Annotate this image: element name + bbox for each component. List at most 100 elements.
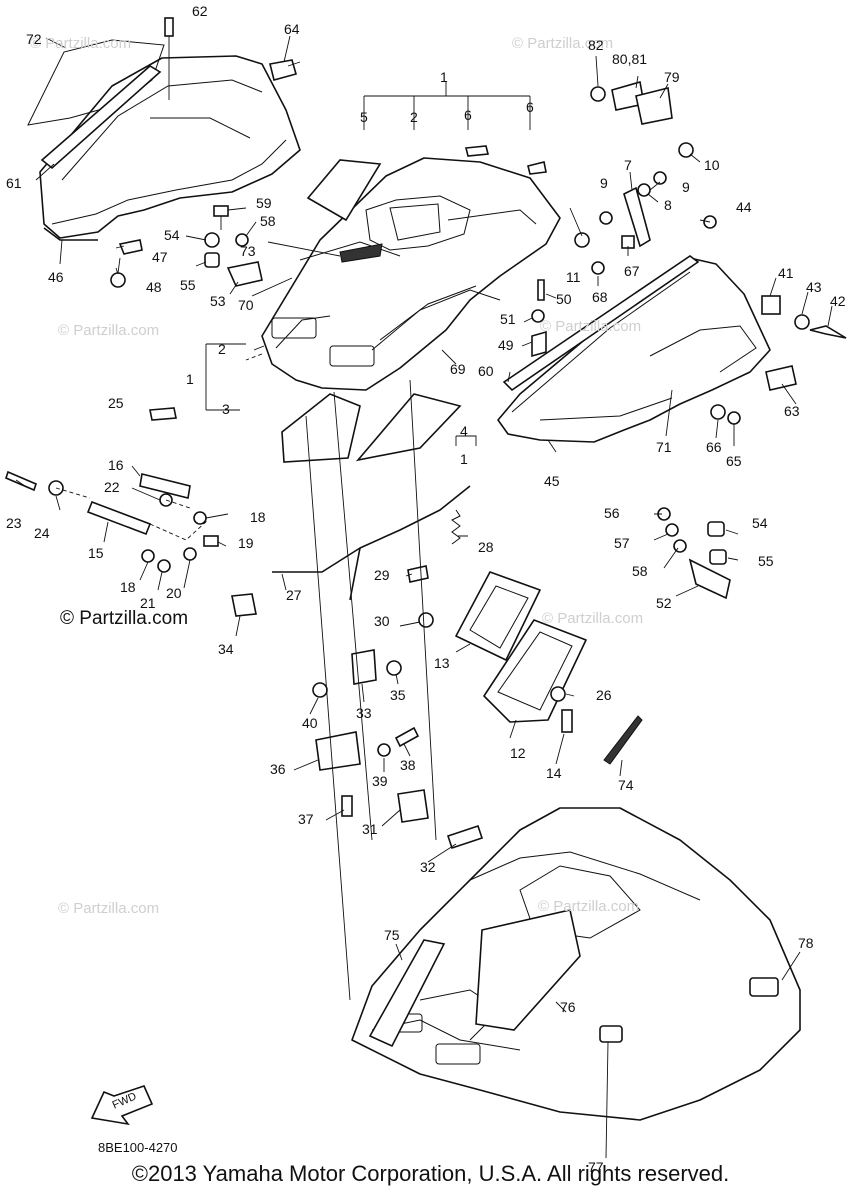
callout-38[interactable]: 38 <box>400 757 416 773</box>
callout-76[interactable]: 76 <box>560 999 576 1015</box>
callout-14[interactable]: 14 <box>546 765 562 781</box>
part-9-nut[interactable] <box>653 171 667 185</box>
part-63-grille[interactable] <box>765 365 797 391</box>
callout-71[interactable]: 71 <box>656 439 672 455</box>
callout-30[interactable]: 30 <box>374 613 390 629</box>
part-25-decal[interactable] <box>149 407 177 421</box>
callout-9b[interactable]: 9 <box>600 175 608 191</box>
callout-1b[interactable]: 1 <box>186 371 194 387</box>
part-41-clip[interactable] <box>761 295 781 315</box>
part-16-latch-plate[interactable] <box>139 473 191 499</box>
part-59-bolt[interactable] <box>213 205 229 230</box>
callout-54[interactable]: 54 <box>164 227 180 243</box>
callout-18b[interactable]: 18 <box>120 579 136 595</box>
callout-59[interactable]: 59 <box>256 195 272 211</box>
part-26-nut[interactable] <box>550 686 566 702</box>
part-57-washer[interactable] <box>665 523 679 537</box>
callout-67[interactable]: 67 <box>624 263 640 279</box>
callout-25[interactable]: 25 <box>108 395 124 411</box>
part-15-lever[interactable] <box>86 500 152 536</box>
part-55-grommet[interactable] <box>204 252 220 268</box>
part-3-panel[interactable] <box>281 393 361 463</box>
callout-12[interactable]: 12 <box>510 745 526 761</box>
part-10-bolt[interactable] <box>678 142 694 158</box>
part-31-bracket[interactable] <box>397 789 429 823</box>
part-42-bolt[interactable] <box>809 325 847 339</box>
callout-5[interactable]: 5 <box>360 109 368 125</box>
part-76-panel[interactable] <box>475 909 581 1031</box>
part-9b-nut[interactable] <box>599 211 613 225</box>
part-37-screw[interactable] <box>341 795 353 817</box>
part-11-nut[interactable] <box>574 232 590 248</box>
part-40-bolt[interactable] <box>312 682 328 698</box>
callout-40[interactable]: 40 <box>302 715 318 731</box>
part-61-trim-strip[interactable] <box>40 65 162 170</box>
callout-32[interactable]: 32 <box>420 859 436 875</box>
callout-26[interactable]: 26 <box>596 687 612 703</box>
callout-72[interactable]: 72 <box>26 31 42 47</box>
callout-49[interactable]: 49 <box>498 337 514 353</box>
callout-45[interactable]: 45 <box>544 473 560 489</box>
callout-68[interactable]: 68 <box>592 289 608 305</box>
callout-56[interactable]: 56 <box>604 505 620 521</box>
callout-64[interactable]: 64 <box>284 21 300 37</box>
callout-50[interactable]: 50 <box>556 291 572 307</box>
callout-33[interactable]: 33 <box>356 705 372 721</box>
callout-53[interactable]: 53 <box>210 293 226 309</box>
part-14-screw[interactable] <box>561 709 573 733</box>
callout-55[interactable]: 55 <box>180 277 196 293</box>
part-62-screw[interactable] <box>164 17 174 100</box>
part-54-nut[interactable] <box>204 232 220 248</box>
callout-77[interactable]: 77 <box>588 1159 604 1175</box>
callout-2[interactable]: 2 <box>410 109 418 125</box>
part-43-washer[interactable] <box>794 314 810 330</box>
callout-54b[interactable]: 54 <box>752 515 768 531</box>
callout-66[interactable]: 66 <box>706 439 722 455</box>
part-18-bushing[interactable] <box>193 511 207 525</box>
part-78-emblem[interactable] <box>749 977 779 997</box>
callout-63[interactable]: 63 <box>784 403 800 419</box>
callout-11[interactable]: 11 <box>566 269 581 285</box>
callout-35[interactable]: 35 <box>390 687 406 703</box>
part-79-plate[interactable] <box>635 87 673 125</box>
callout-29[interactable]: 29 <box>374 567 390 583</box>
part-28-spring[interactable] <box>451 509 461 545</box>
callout-74[interactable]: 74 <box>618 777 634 793</box>
part-20-nut[interactable] <box>183 547 197 561</box>
part-19-pin[interactable] <box>203 535 219 547</box>
part-47-bracket[interactable] <box>118 239 143 255</box>
callout-24[interactable]: 24 <box>34 525 50 541</box>
callout-70[interactable]: 70 <box>238 297 254 313</box>
callout-1c[interactable]: 1 <box>460 451 468 467</box>
part-55b-grommet[interactable] <box>709 549 727 565</box>
callout-43[interactable]: 43 <box>806 279 822 295</box>
callout-65[interactable]: 65 <box>726 453 742 469</box>
part-53-bracket[interactable] <box>226 261 263 287</box>
callout-1[interactable]: 1 <box>440 69 448 85</box>
callout-69[interactable]: 69 <box>450 361 466 377</box>
callout-78[interactable]: 78 <box>798 935 814 951</box>
callout-28[interactable]: 28 <box>478 539 494 555</box>
part-30-nut[interactable] <box>418 612 434 628</box>
part-65-nut[interactable] <box>727 411 741 425</box>
part-29-clip[interactable] <box>407 565 429 583</box>
callout-6b[interactable]: 6 <box>526 99 534 115</box>
callout-61[interactable]: 61 <box>6 175 22 191</box>
callout-37[interactable]: 37 <box>298 811 314 827</box>
callout-21[interactable]: 21 <box>140 595 156 611</box>
part-34-bracket[interactable] <box>231 593 257 617</box>
part-35-nut[interactable] <box>386 660 402 676</box>
callout-13[interactable]: 13 <box>434 655 450 671</box>
callout-82[interactable]: 82 <box>588 37 604 53</box>
callout-58b[interactable]: 58 <box>632 563 648 579</box>
callout-6[interactable]: 6 <box>464 107 472 123</box>
part-77-emblem[interactable] <box>599 1025 623 1043</box>
part-60-strip[interactable] <box>502 255 700 392</box>
callout-46[interactable]: 46 <box>48 269 64 285</box>
callout-57[interactable]: 57 <box>614 535 630 551</box>
part-4-panel[interactable] <box>355 393 462 462</box>
callout-31[interactable]: 31 <box>362 821 378 837</box>
callout-51[interactable]: 51 <box>500 311 516 327</box>
callout-15[interactable]: 15 <box>88 545 104 561</box>
part-50-stud[interactable] <box>537 279 545 301</box>
